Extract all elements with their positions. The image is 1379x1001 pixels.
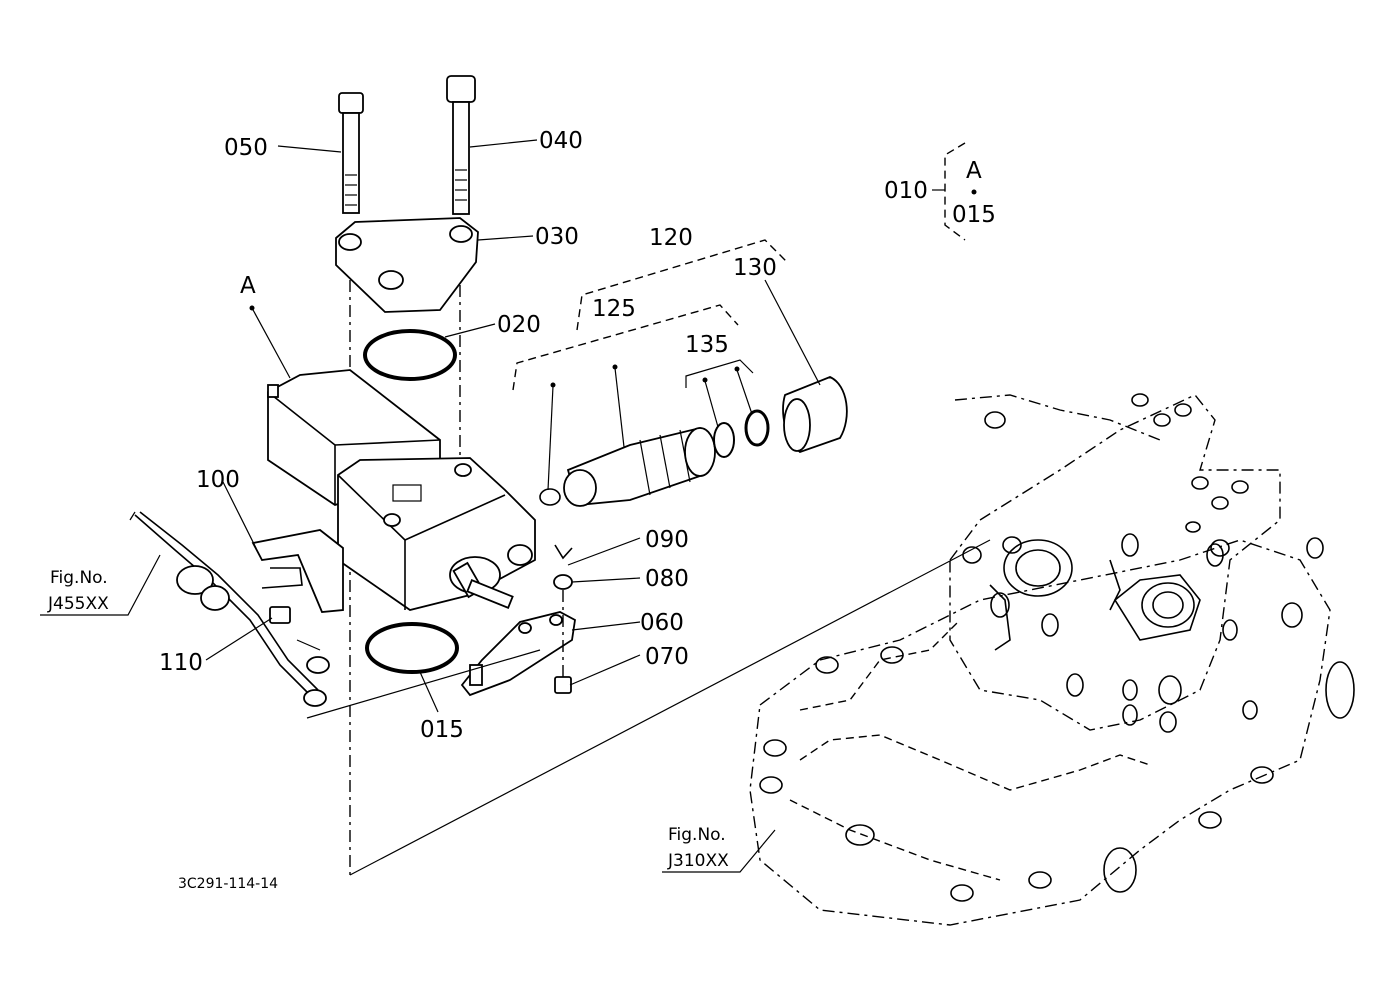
callout-015: 015 — [420, 717, 464, 743]
fig-ref-right-label: Fig.No. — [668, 825, 726, 845]
sleeve-130 — [782, 376, 848, 454]
bolt-050 — [338, 92, 364, 214]
callout-070: 070 — [645, 644, 689, 670]
legend-sub-a: A — [966, 158, 982, 184]
fig-ref-right-code: J310XX — [667, 851, 729, 871]
callout-125: 125 — [592, 296, 636, 322]
legend-parent: 010 — [884, 178, 928, 204]
fig-ref-left-label: Fig.No. — [50, 568, 108, 588]
callout-135: 135 — [685, 332, 729, 358]
control-cable — [129, 511, 330, 707]
legend-sub-015: 015 — [952, 202, 996, 228]
callout-090: 090 — [645, 527, 689, 553]
callout-040: 040 — [539, 128, 583, 154]
hydraulic-case — [749, 393, 1355, 926]
cover-030 — [335, 217, 479, 313]
o-ring-135a — [713, 422, 735, 458]
o-ring-020 — [363, 329, 457, 381]
screw-070 — [554, 676, 572, 694]
o-ring-015 — [365, 622, 459, 674]
callout-060: 060 — [640, 610, 684, 636]
cartridge-125 — [539, 426, 716, 507]
callout-030: 030 — [535, 224, 579, 250]
callout-120: 120 — [649, 225, 693, 251]
pin-090 — [554, 544, 573, 560]
callout-020: 020 — [497, 312, 541, 338]
o-ring-135b — [744, 409, 770, 447]
fig-ref-left-code: J455XX — [47, 594, 109, 614]
callout-100: 100 — [196, 467, 240, 493]
callout-080: 080 — [645, 566, 689, 592]
callout-a: A — [240, 273, 256, 299]
callout-050: 050 — [224, 135, 268, 161]
bracket-100 — [251, 529, 344, 613]
fitting-110 — [269, 606, 291, 624]
lever-060 — [460, 611, 576, 697]
callout-130: 130 — [733, 255, 777, 281]
bolt-040 — [446, 75, 476, 215]
drawing-number: 3C291-114-14 — [178, 876, 278, 892]
valve-body — [267, 369, 536, 611]
callout-110: 110 — [159, 650, 203, 676]
washer-080 — [553, 574, 573, 590]
